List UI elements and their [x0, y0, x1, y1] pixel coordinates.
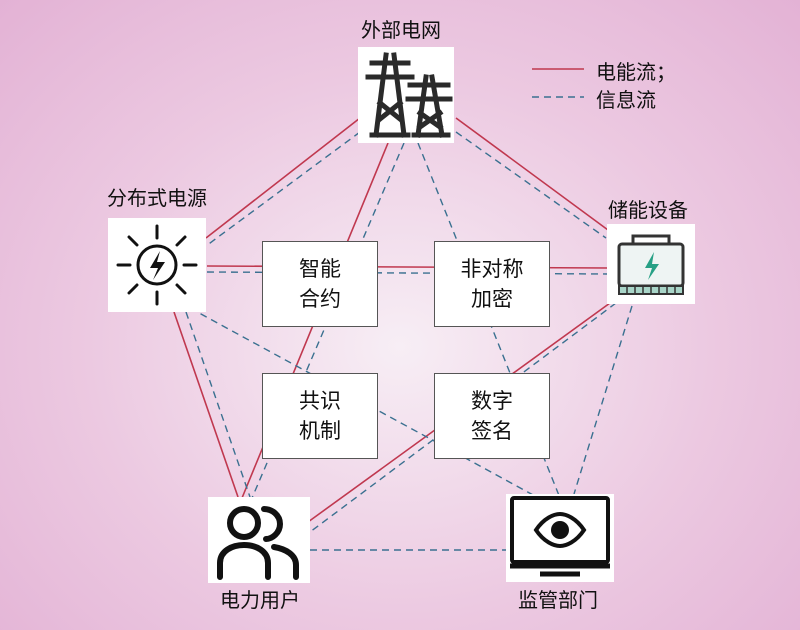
- storage-label: 储能设备: [608, 198, 688, 222]
- battery-icon: [617, 234, 685, 295]
- storage-node: [607, 224, 695, 304]
- info-line-storage-users: [309, 302, 617, 533]
- smart-contract-line2: 合约: [299, 287, 341, 311]
- encryption-line2: 加密: [471, 287, 513, 311]
- solar-sun-icon: [116, 224, 198, 306]
- encryption-box: 非对称 加密: [434, 241, 550, 327]
- solar-label: 分布式电源: [107, 186, 207, 210]
- smart-contract-box: 智能 合约: [262, 241, 378, 327]
- info-line-storage-regulator: [573, 305, 633, 495]
- encryption-line1: 非对称: [460, 257, 524, 281]
- users-icon: [217, 506, 299, 580]
- grid-node: [358, 47, 454, 143]
- legend-info-label: 信息流: [596, 88, 656, 112]
- regulator-label: 监管部门: [518, 588, 598, 612]
- grid-label: 外部电网: [361, 18, 441, 42]
- energy-line-grid-storage: [455, 117, 609, 231]
- consensus-line2: 机制: [299, 419, 341, 443]
- info-line-solar-users: [185, 311, 251, 498]
- signature-line2: 签名: [471, 419, 513, 443]
- solar-node: [108, 218, 206, 312]
- users-label: 电力用户: [220, 588, 300, 612]
- smart-contract-line1: 智能: [299, 257, 341, 281]
- signature-line1: 数字: [471, 389, 513, 413]
- regulator-node: [506, 494, 614, 582]
- consensus-line1: 共识: [299, 389, 341, 413]
- signature-box: 数字 签名: [434, 373, 550, 459]
- power-tower-icon: [365, 52, 453, 138]
- monitor-eye-icon: [510, 496, 610, 577]
- users-node: [208, 497, 310, 583]
- consensus-box: 共识 机制: [262, 373, 378, 459]
- legend-energy-label: 电能流；: [596, 60, 676, 84]
- energy-line-grid-solar: [205, 117, 361, 239]
- info-line-grid-solar: [205, 131, 361, 247]
- info-line-grid-storage: [455, 131, 607, 239]
- energy-line-solar-users: [173, 311, 239, 498]
